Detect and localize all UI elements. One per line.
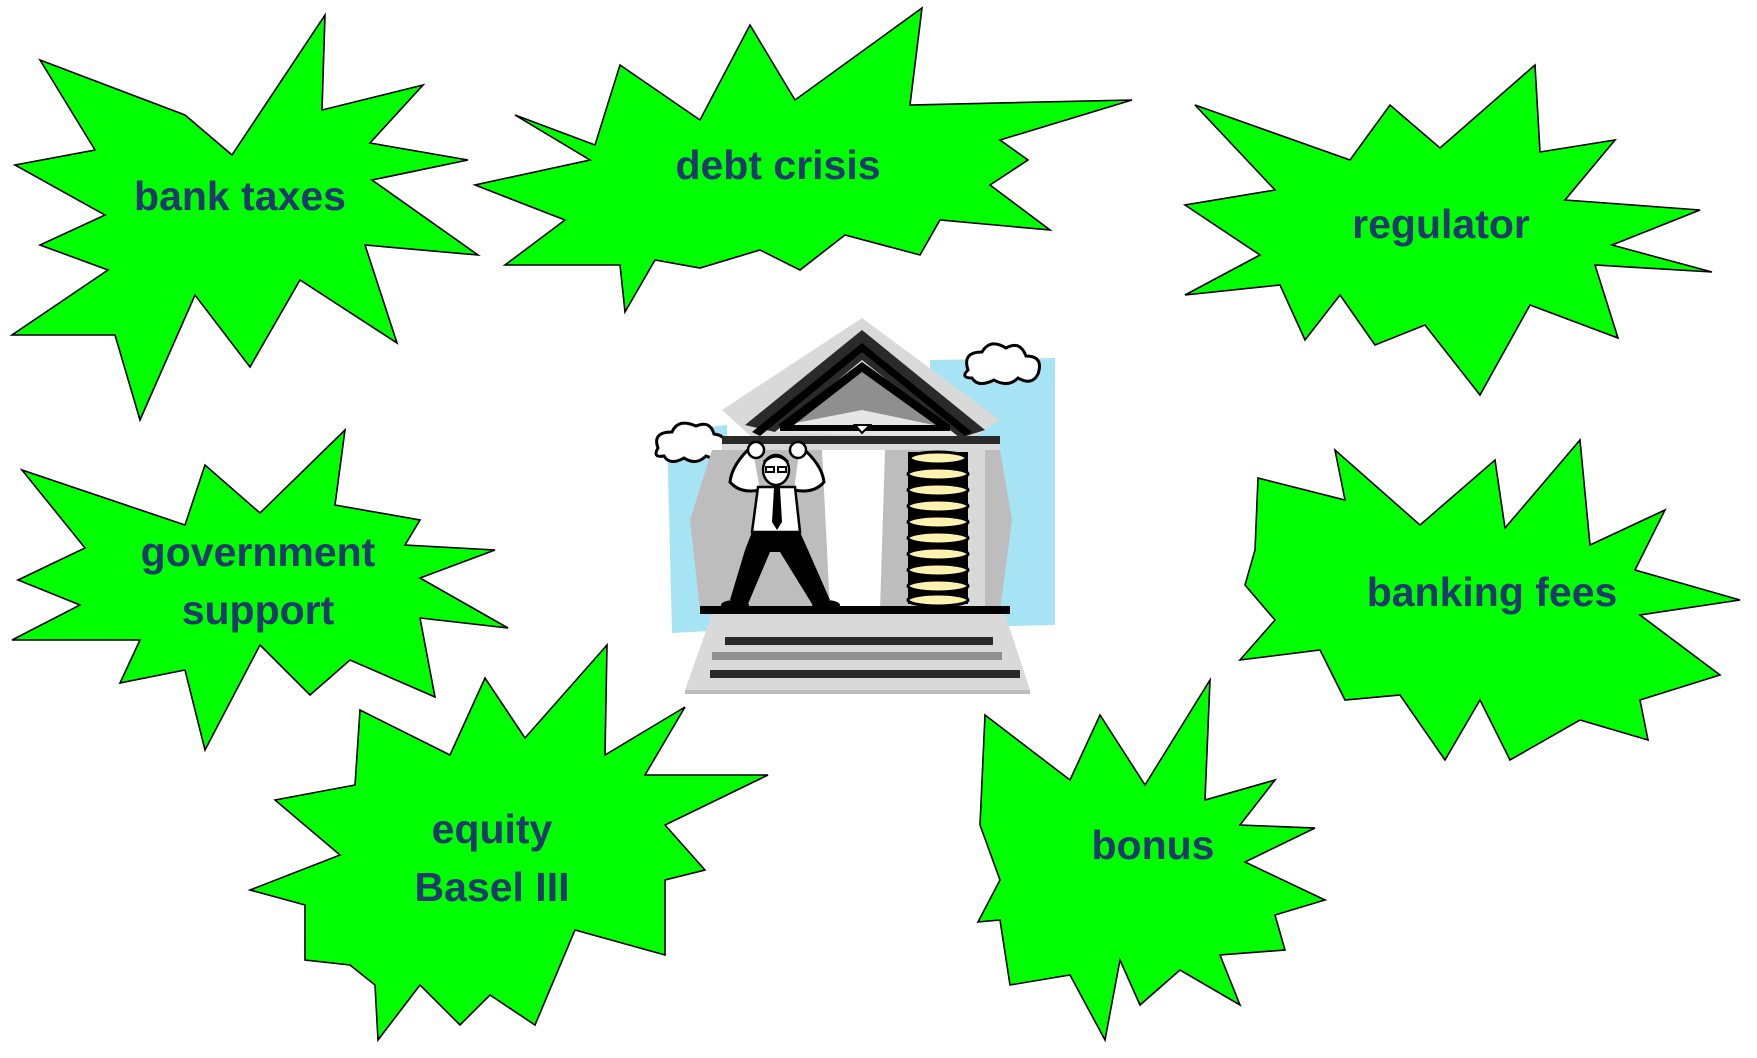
label-regulator: regulator bbox=[1352, 195, 1530, 253]
label-line: equity bbox=[415, 800, 570, 858]
bank-building-with-man-lifting-roof-and-coin-stack-icon bbox=[656, 318, 1055, 694]
label-government-support: government support bbox=[141, 523, 376, 639]
entablature-top bbox=[722, 436, 1000, 444]
label-bank-taxes: bank taxes bbox=[134, 167, 346, 225]
label-banking-fees: banking fees bbox=[1367, 563, 1618, 621]
label-debt-crisis: debt crisis bbox=[675, 136, 880, 194]
label-line: government bbox=[141, 523, 376, 581]
label-line: debt crisis bbox=[675, 136, 880, 194]
cloud-right-icon bbox=[965, 344, 1040, 384]
step-line-2 bbox=[712, 652, 1002, 660]
label-bonus: bonus bbox=[1092, 816, 1215, 874]
label-line: Basel III bbox=[415, 858, 570, 916]
coin-stack-icon bbox=[908, 452, 968, 606]
step-line-3 bbox=[710, 670, 1020, 678]
label-line: support bbox=[141, 581, 376, 639]
label-line: banking fees bbox=[1367, 563, 1618, 621]
step-line-1 bbox=[725, 637, 993, 645]
base-top-line bbox=[700, 606, 1010, 614]
base-shadow bbox=[685, 690, 1030, 694]
label-line: regulator bbox=[1352, 195, 1530, 253]
label-line: bank taxes bbox=[134, 167, 346, 225]
label-line: bonus bbox=[1092, 816, 1215, 874]
label-equity-basel-iii: equity Basel III bbox=[415, 800, 570, 916]
